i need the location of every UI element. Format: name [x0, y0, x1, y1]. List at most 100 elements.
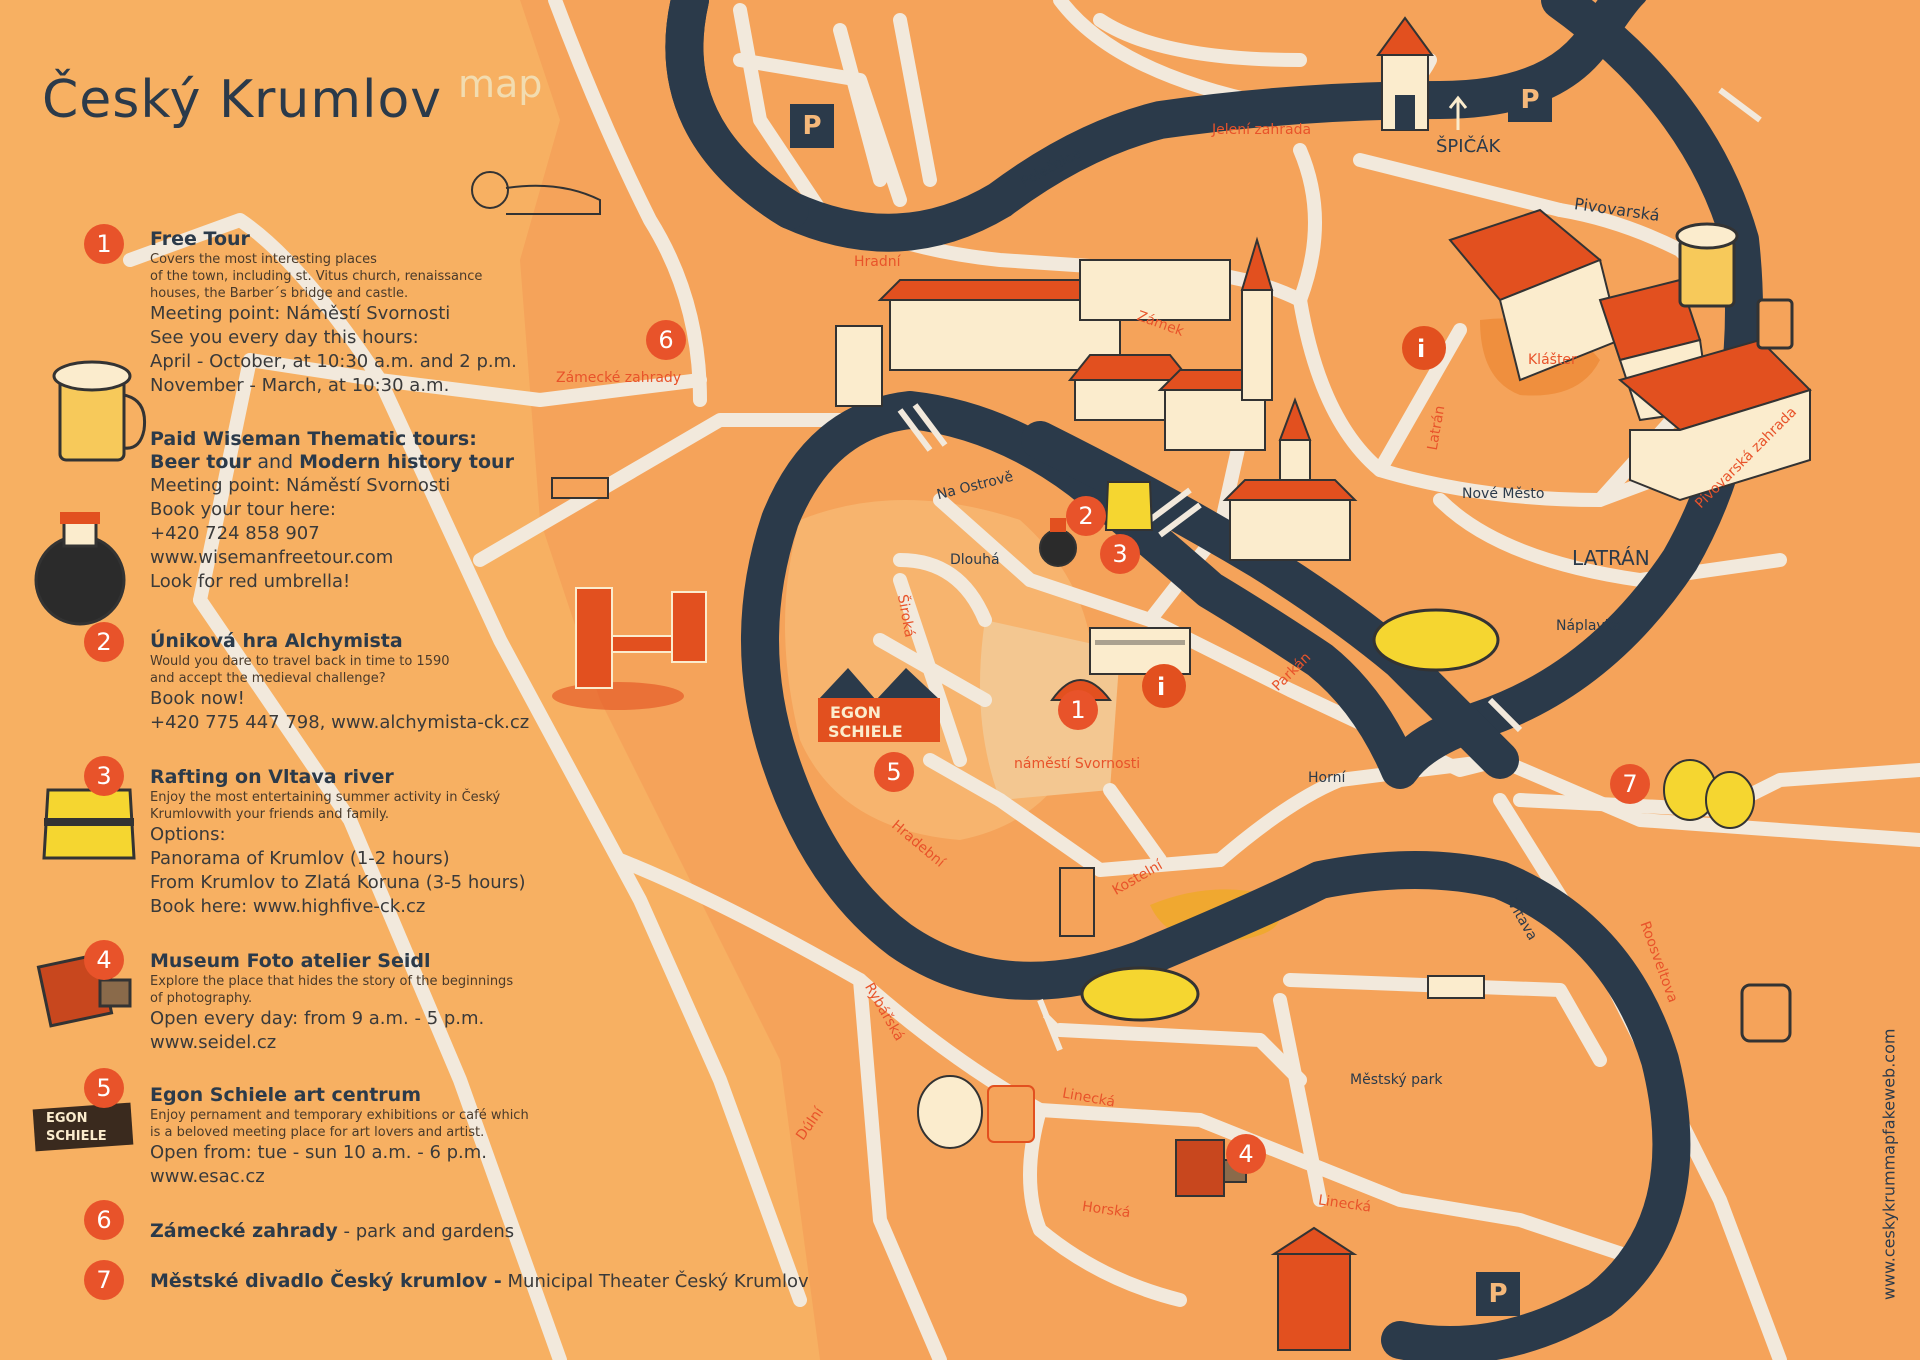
map-marker-3: 3 — [1100, 534, 1140, 574]
egon-small-line2: SCHIELE — [46, 1129, 107, 1144]
egon-logo-line2: SCHIELE — [828, 722, 903, 741]
beer-mug-icon — [52, 360, 147, 462]
legend-item-museum-seidl: Museum Foto atelier Seidl Explore the pl… — [150, 950, 570, 1055]
legend-detail: November - March, at 10:30 a.m. — [150, 375, 450, 396]
legend-detail: Book now! — [150, 688, 245, 709]
map-marker-1: 1 — [1058, 690, 1098, 730]
legend-description: Covers the most interesting places — [150, 252, 377, 267]
sculpture-icon — [552, 587, 707, 710]
left-panel-land — [0, 0, 820, 1360]
legend-heading: Paid Wiseman Thematic tours: — [150, 428, 477, 450]
legend-item-rafting: Rafting on Vltava river Enjoy the most e… — [150, 766, 570, 919]
label-zamecke-zahrady: Zámecké zahrady — [556, 370, 682, 386]
label-horni: Horní — [1308, 770, 1346, 786]
legend-item-paid-tours: Paid Wiseman Thematic tours: Beer tour a… — [150, 428, 570, 594]
legend-detail: www.wisemanfreetour.com — [150, 547, 394, 568]
label-spicak: ŠPIČÁK — [1436, 136, 1501, 157]
egon-schiele-logo: EGON SCHIELE — [818, 668, 940, 742]
legend-detail: Options: — [150, 824, 226, 845]
legend-item-divadlo: Městské divadlo Český krumlov - Municipa… — [150, 1270, 870, 1294]
svg-text:i: i — [1157, 673, 1165, 701]
legend-description: and accept the medieval challenge? — [150, 671, 386, 686]
legend-number-7: 7 — [84, 1260, 124, 1300]
label-nove-mesto: Nové Město — [1462, 486, 1545, 502]
map-marker-4: 4 — [1226, 1134, 1266, 1174]
legend-detail: www.seidel.cz — [150, 1032, 277, 1053]
legend-description: is a beloved meeting place for art lover… — [150, 1125, 485, 1140]
parking-sign: P — [790, 104, 834, 148]
svg-text:i: i — [1417, 335, 1425, 363]
legend-heading: Městské divadlo Český krumlov - — [150, 1270, 502, 1292]
map-marker-6: 6 — [646, 320, 686, 360]
egon-small-line1: EGON — [46, 1111, 87, 1126]
legend-detail: www.esac.cz — [150, 1166, 265, 1187]
label-dlouha: Dlouhá — [950, 552, 1000, 568]
legend-description: Enjoy the most entertaining summer activ… — [150, 790, 501, 805]
legend-detail: Panorama of Krumlov (1-2 hours) — [150, 848, 450, 869]
spicak-tower — [1376, 16, 1434, 131]
legend-number-5: 5 — [84, 1068, 124, 1108]
theater-building-icon — [1270, 1226, 1358, 1351]
sleeping-figure-icon — [471, 171, 601, 215]
roads — [123, 0, 1920, 1360]
beer-stein-icon — [1756, 298, 1794, 350]
square-patch — [980, 620, 1120, 800]
egon-logo-line1: EGON — [830, 703, 881, 722]
legend-number-2: 2 — [84, 622, 124, 662]
beer-mug-icon-map — [1675, 222, 1739, 308]
map-marker-7: 7 — [1610, 764, 1650, 804]
legend-detail: See you every day this hours: — [150, 327, 419, 348]
legend-detail: +420 775 447 798, www.alchymista-ck.cz — [150, 712, 530, 733]
legend-detail: Open every day: from 9 a.m. - 5 p.m. — [150, 1008, 485, 1029]
map-marker-5: 5 — [874, 752, 914, 792]
legend-heading-line2: Beer tour and Modern history tour — [150, 451, 570, 474]
arrow-up-icon — [1448, 95, 1468, 130]
legend-detail: - park and gardens — [337, 1221, 515, 1242]
legend-heading: Free Tour — [150, 228, 250, 250]
barrel-icon — [917, 1075, 1035, 1149]
legend-heading: Museum Foto atelier Seidl — [150, 950, 431, 972]
legend-detail: Open from: tue - sun 10 a.m. - 6 p.m. — [150, 1142, 488, 1163]
label-mestsky-park: Městský park — [1350, 1072, 1443, 1088]
theatre-masks-icon — [1663, 759, 1755, 829]
page-subtitle: map — [458, 62, 543, 106]
legend-description: of the town, including st. Vitus church,… — [150, 269, 483, 284]
legend-detail: +420 724 858 907 — [150, 523, 320, 544]
potion-flask-icon-map — [1039, 518, 1077, 567]
legend-description: Explore the place that hides the story o… — [150, 974, 514, 989]
modern-history-tour-label: Modern history tour — [299, 451, 514, 473]
website-url: www.ceskykrummapfakeweb.com — [1879, 1028, 1898, 1300]
label-hradni: Hradní — [854, 254, 901, 270]
parking-sign: P — [1476, 1272, 1520, 1316]
legend-number-4: 4 — [84, 940, 124, 980]
egon-schiele-small-logo: EGON SCHIELE — [32, 1102, 134, 1152]
legend-detail: Look for red umbrella! — [150, 571, 351, 592]
legend-description: of photography. — [150, 991, 253, 1006]
beer-glass-icon — [1740, 983, 1792, 1043]
legend-detail: Book here: www.highfive-ck.cz — [150, 896, 426, 917]
old-camera-icon — [36, 952, 132, 1028]
legend-detail: Municipal Theater Český Krumlov — [501, 1271, 809, 1292]
legend-detail: From Krumlov to Zlatá Koruna (3-5 hours) — [150, 872, 526, 893]
legend-heading: Úniková hra Alchymista — [150, 630, 403, 652]
legend-description: Enjoy pernament and temporary exhibition… — [150, 1108, 529, 1123]
page-title: Český Krumlov — [42, 70, 443, 130]
info-marker: i i — [1142, 326, 1446, 708]
legend-detail: Meeting point: Náměstí Svornosti — [150, 303, 451, 324]
legend-heading: Egon Schiele art centrum — [150, 1084, 422, 1106]
castle-complex — [835, 236, 1358, 561]
legend-item-free-tour: Free Tour Covers the most interesting pl… — [150, 228, 570, 398]
legend-detail: Meeting point: Náměstí Svornosti — [150, 475, 451, 496]
life-vest-icon — [1059, 867, 1095, 937]
potion-flask-icon — [34, 512, 126, 626]
legend-description: houses, the Barber´s bridge and castle. — [150, 286, 409, 301]
beer-tour-label: Beer tour — [150, 451, 252, 473]
label-latran-district: LATRÁN — [1572, 546, 1650, 570]
vltava-river-upper — [665, 0, 809, 229]
label-klaster: Klášter — [1528, 352, 1577, 368]
legend-description: Krumlovwith your friends and family. — [150, 807, 390, 822]
bridges — [897, 87, 1762, 1052]
legend-detail: April - October, at 10:30 a.m. and 2 p.m… — [150, 351, 517, 372]
